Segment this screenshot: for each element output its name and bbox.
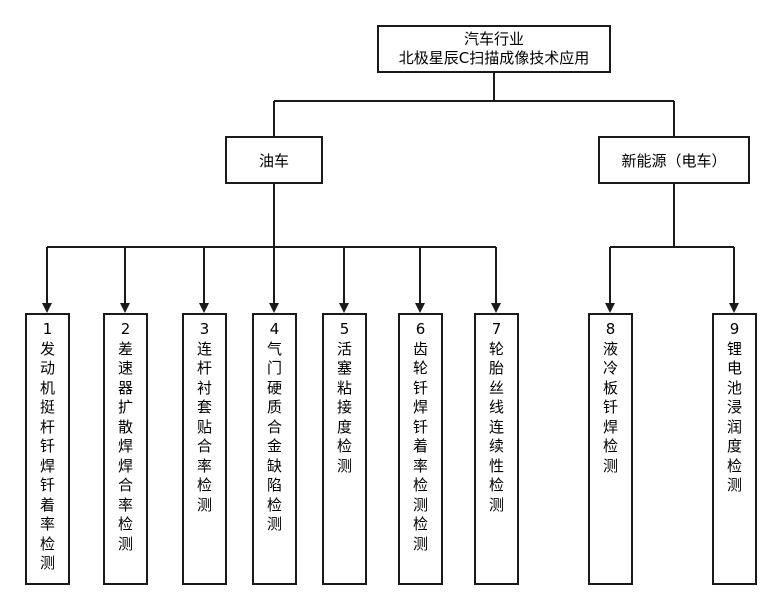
leaf-label: 锂 电 池 浸 润 度 检 测 bbox=[726, 339, 742, 495]
leaf-number: 9 bbox=[729, 320, 740, 338]
leaf-label: 发 动 机 挺 杆 钎 焊 钎 着 率 检 测 bbox=[39, 339, 55, 573]
leaf-label: 连 杆 衬 套 贴 合 率 检 测 bbox=[196, 339, 212, 514]
leaf-label: 轮 胎 丝 线 连 续 性 检 测 bbox=[488, 339, 504, 514]
leaf-number: 7 bbox=[491, 320, 502, 338]
leaf-number: 3 bbox=[199, 320, 210, 338]
branch-label: 油车 bbox=[258, 151, 289, 170]
branch-label: 新能源（电车） bbox=[621, 151, 727, 170]
leaf-label: 气 门 硬 质 合 金 缺 陷 检 测 bbox=[266, 339, 282, 534]
root-title: 汽车行业 bbox=[463, 30, 524, 48]
leaf-label: 活 塞 粘 接 度 检 测 bbox=[336, 339, 352, 475]
root-subtitle: 北极星辰C扫描成像技术应用 bbox=[398, 49, 590, 67]
leaf-node: 2 差 速 器 扩 散 焊 焊 合 率 检 测 bbox=[103, 313, 148, 585]
leaf-number: 1 bbox=[42, 320, 53, 338]
leaf-node: 6 齿 轮 钎 焊 钎 着 率 检 测 检 测 bbox=[398, 313, 443, 585]
branch-node-new-energy: 新能源（电车） bbox=[598, 136, 750, 184]
leaf-node: 8 液 冷 板 钎 焊 检 测 bbox=[588, 313, 633, 585]
root-node: 汽车行业 北极星辰C扫描成像技术应用 bbox=[377, 25, 611, 73]
branch-node-oil-car: 油车 bbox=[225, 136, 323, 184]
leaf-node: 3 连 杆 衬 套 贴 合 率 检 测 bbox=[182, 313, 227, 585]
leaf-node: 4 气 门 硬 质 合 金 缺 陷 检 测 bbox=[252, 313, 297, 585]
leaf-label: 液 冷 板 钎 焊 检 测 bbox=[602, 339, 618, 475]
leaf-number: 4 bbox=[269, 320, 280, 338]
leaf-label: 差 速 器 扩 散 焊 焊 合 率 检 测 bbox=[117, 339, 133, 553]
leaf-number: 5 bbox=[339, 320, 350, 338]
leaf-number: 8 bbox=[605, 320, 616, 338]
leaf-node: 7 轮 胎 丝 线 连 续 性 检 测 bbox=[474, 313, 519, 585]
leaf-label: 齿 轮 钎 焊 钎 着 率 检 测 检 测 bbox=[412, 339, 428, 553]
leaf-node: 9 锂 电 池 浸 润 度 检 测 bbox=[712, 313, 757, 585]
leaf-number: 2 bbox=[120, 320, 131, 338]
leaf-node: 5 活 塞 粘 接 度 检 测 bbox=[322, 313, 367, 585]
leaf-number: 6 bbox=[415, 320, 426, 338]
leaf-node: 1 发 动 机 挺 杆 钎 焊 钎 着 率 检 测 bbox=[25, 313, 70, 585]
